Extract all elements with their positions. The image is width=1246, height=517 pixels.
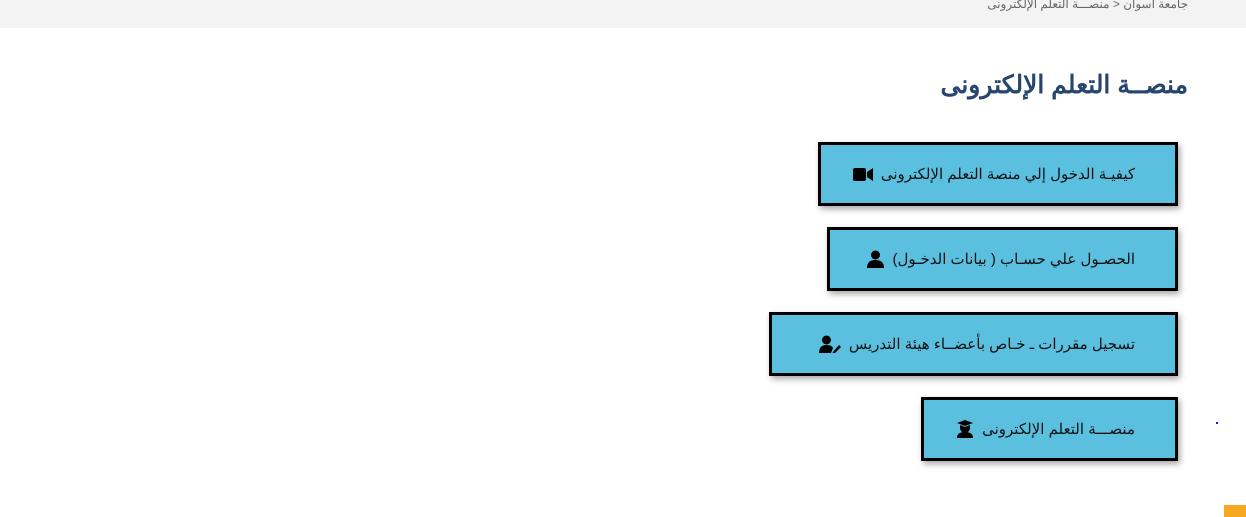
get-account-button[interactable]: الحصـول علي حسـاب ( بيانات الدخـول) — [827, 227, 1178, 291]
breadcrumb-bar: جامعة اسوان < منصـــة التعلم الإلكترونى — [0, 0, 1246, 28]
scroll-to-top-button[interactable] — [1224, 505, 1246, 517]
button-label: كيفيـة الدخول إلي منصة التعلم الإلكترونى — [880, 166, 1135, 183]
decorative-dot — [1216, 422, 1218, 424]
graduate-icon — [956, 420, 974, 438]
button-label: الحصـول علي حسـاب ( بيانات الدخـول) — [892, 251, 1135, 268]
video-icon — [852, 167, 873, 182]
how-to-login-button[interactable]: كيفيـة الدخول إلي منصة التعلم الإلكترونى — [818, 142, 1178, 206]
page-title: منصــة التعلم الإلكترونى — [940, 71, 1188, 99]
course-registration-button[interactable]: تسجيل مقررات ـ خـاص بأعضــاء هيئة التدري… — [769, 312, 1178, 376]
button-label: منصـــة التعلم الإلكترونى — [982, 421, 1135, 438]
breadcrumb-separator: < — [1109, 0, 1124, 11]
elearning-platform-button[interactable]: منصـــة التعلم الإلكترونى — [921, 397, 1178, 461]
breadcrumb-current: منصـــة التعلم الإلكترونى — [987, 0, 1110, 11]
button-label: تسجيل مقررات ـ خـاص بأعضــاء هيئة التدري… — [848, 336, 1135, 353]
user-edit-icon — [818, 335, 841, 353]
breadcrumb-home-link[interactable]: جامعة اسوان — [1123, 0, 1188, 11]
user-icon — [867, 250, 885, 268]
breadcrumb: جامعة اسوان < منصـــة التعلم الإلكترونى — [987, 0, 1188, 11]
